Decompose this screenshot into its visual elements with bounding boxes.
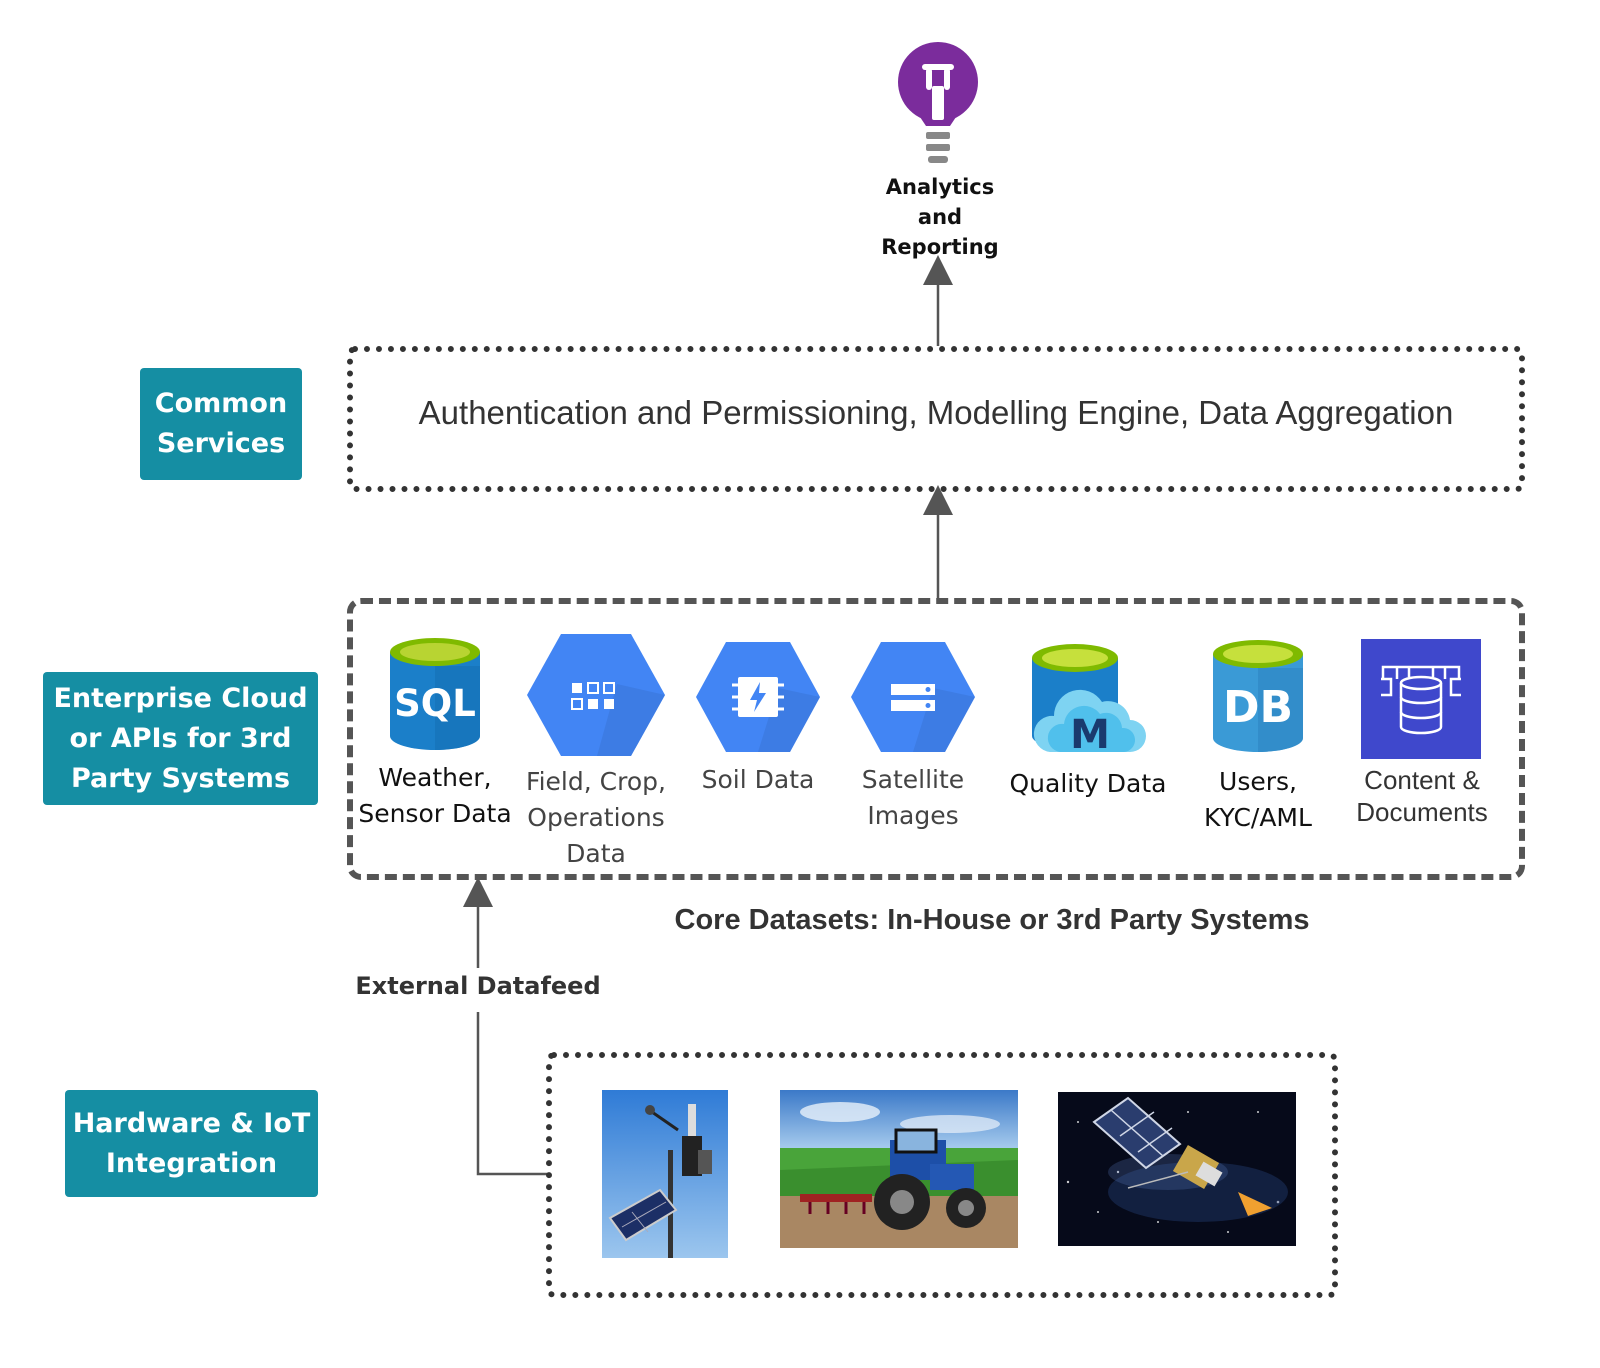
document-database-icon — [1361, 639, 1481, 759]
dataset-label-soil: Soil Data — [701, 765, 815, 794]
weather-station-photo — [602, 1090, 728, 1258]
database-cloud-icon: M — [1032, 644, 1146, 756]
satellite-photo — [1058, 1092, 1296, 1246]
hardware-iot-label: Hardware & IoT Integration — [65, 1090, 318, 1197]
hexagon-chip-icon — [696, 642, 820, 752]
common-services-box — [347, 346, 1525, 492]
core-datasets-box — [347, 598, 1525, 880]
dataset-label-users: Users, KYC/AML — [1204, 767, 1312, 832]
tractor-photo — [780, 1090, 1018, 1248]
hexagon-storage-icon — [851, 642, 975, 752]
core-datasets-caption: Core Datasets: In-House or 3rd Party Sys… — [674, 904, 1310, 936]
common-services-label: Common Services — [140, 368, 302, 480]
enterprise-cloud-label: Enterprise Cloud or APIs for 3rd Party S… — [43, 672, 318, 805]
dataset-label-field: Field, Crop, Operations Data — [526, 767, 666, 868]
dataset-label-weather: Weather, Sensor Data — [358, 763, 512, 828]
m-badge: M — [1070, 712, 1110, 756]
dataset-label-satellite: Satellite Images — [861, 765, 965, 830]
arrow-external-feed-lower — [476, 1012, 548, 1176]
common-services-text: Authentication and Permissioning, Modell… — [418, 394, 1454, 431]
lightbulb-icon — [898, 42, 978, 163]
sql-database-icon: SQL — [390, 638, 480, 750]
db-badge: DB — [1223, 682, 1293, 733]
hexagon-grid-icon — [527, 634, 665, 756]
sql-badge: SQL — [394, 682, 476, 725]
hardware-box — [546, 1052, 1338, 1298]
dataset-label-content: Content & Documents — [1356, 765, 1488, 827]
db-cylinder-icon: DB — [1213, 640, 1303, 752]
dataset-label-quality: Quality Data — [1009, 769, 1167, 798]
external-datafeed-label: External Datafeed — [340, 972, 616, 1000]
